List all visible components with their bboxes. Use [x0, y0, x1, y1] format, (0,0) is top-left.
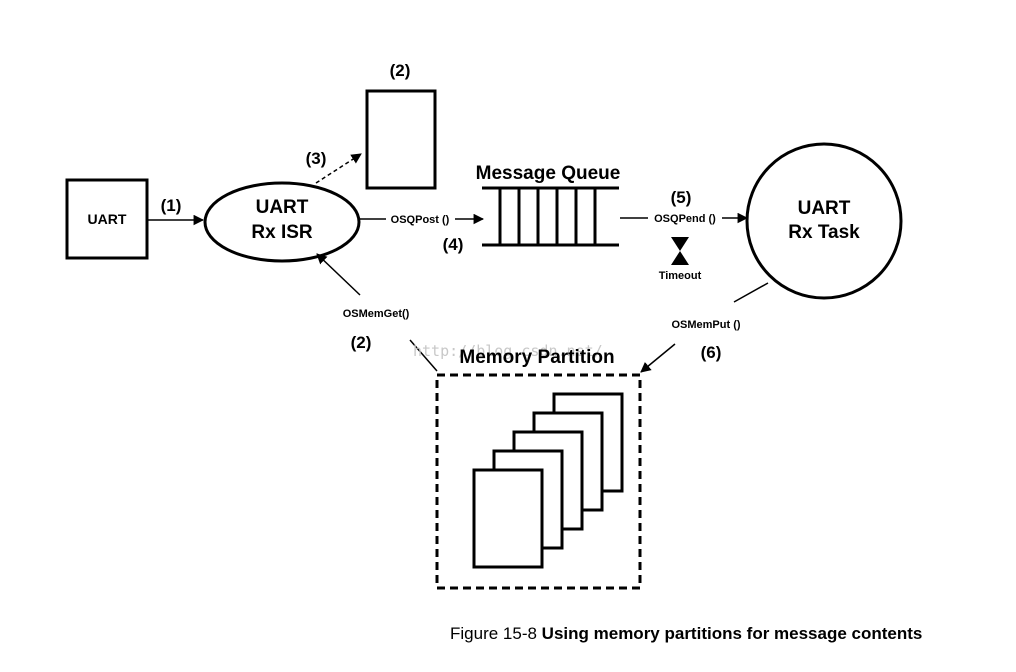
rx-isr-ellipse	[203, 181, 361, 263]
rx-task-label-line2: Rx Task	[788, 222, 860, 243]
caption-text: Using memory partitions for message cont…	[541, 624, 923, 643]
message-queue	[482, 186, 619, 247]
step-6-label: (6)	[701, 343, 722, 362]
task-to-osmemput-line	[733, 282, 769, 303]
osqpend-label: OSQPend ()	[654, 213, 716, 225]
figure-caption: Figure 15-8 Using memory partitions for …	[450, 624, 922, 644]
osmemget-label: OSMemGet()	[343, 308, 410, 320]
uart-label: UART	[88, 211, 127, 227]
uart-box	[65, 178, 149, 260]
rx-task-circle	[745, 142, 903, 300]
hourglass-icon	[671, 237, 689, 265]
step-2-bottom-label: (2)	[351, 333, 372, 352]
message-queue-title: Message Queue	[476, 163, 621, 184]
partition-to-osmemget-line	[409, 339, 438, 372]
memory-partition-title: Memory Partition	[459, 347, 614, 368]
rx-isr-label-line2: Rx ISR	[251, 222, 313, 243]
osmemput-label: OSMemPut ()	[671, 319, 740, 331]
memory-blocks-stack	[472, 392, 624, 569]
watermark: http://blog.csdn.net/	[413, 342, 603, 360]
osmemput-arrow	[640, 343, 676, 373]
step-1-label: (1)	[161, 196, 182, 215]
timeout-label: Timeout	[659, 270, 702, 282]
step-5-label: (5)	[671, 188, 692, 207]
rx-task-label-line1: UART	[798, 198, 851, 219]
isr-to-buffer-dashed-arrow	[315, 153, 362, 184]
step-4-label: (4)	[443, 235, 464, 254]
message-buffer-block	[365, 89, 437, 190]
osmemget-arrow	[316, 253, 361, 296]
step-2-top-label: (2)	[390, 61, 411, 80]
step-3-label: (3)	[306, 149, 327, 168]
rx-isr-label-line1: UART	[256, 197, 309, 218]
osqpost-label: OSQPost ()	[391, 214, 450, 226]
memory-block	[472, 468, 544, 569]
caption-prefix: Figure 15-8	[450, 624, 542, 643]
